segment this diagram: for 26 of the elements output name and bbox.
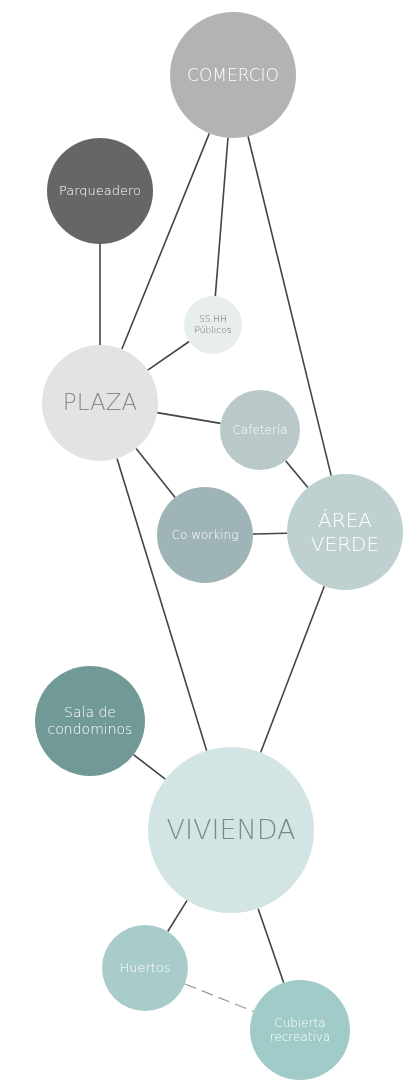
node-label: ÁREA VERDE bbox=[309, 508, 381, 556]
node-label: COMERCIO bbox=[187, 64, 279, 86]
connector-line bbox=[284, 459, 309, 489]
node-label: PLAZA bbox=[62, 389, 138, 417]
connector-line bbox=[99, 243, 101, 346]
connector-line bbox=[247, 135, 332, 477]
connector-line bbox=[146, 340, 190, 371]
connector-line bbox=[257, 907, 285, 984]
node-label: VIVIENDA bbox=[166, 813, 296, 847]
connector-line bbox=[259, 585, 326, 754]
connector-line bbox=[135, 447, 176, 499]
node-label: Cubierta recreativa bbox=[268, 1015, 332, 1045]
connector-line bbox=[166, 899, 188, 933]
connector-line bbox=[116, 457, 208, 752]
node-label: SS.HH Públicos bbox=[193, 314, 233, 336]
connector-line bbox=[121, 132, 211, 351]
node-label: Huertos bbox=[119, 960, 171, 976]
node-label: Parqueadero bbox=[58, 183, 142, 199]
node-label: Sala de condominos bbox=[46, 704, 134, 738]
node-label: Cafetería bbox=[232, 422, 288, 438]
connector-line bbox=[214, 137, 229, 297]
connector-line bbox=[156, 411, 222, 425]
connector-line bbox=[252, 532, 288, 535]
connector-line bbox=[184, 983, 255, 1013]
node-label: Co working bbox=[171, 527, 239, 543]
connector-line bbox=[132, 753, 167, 781]
